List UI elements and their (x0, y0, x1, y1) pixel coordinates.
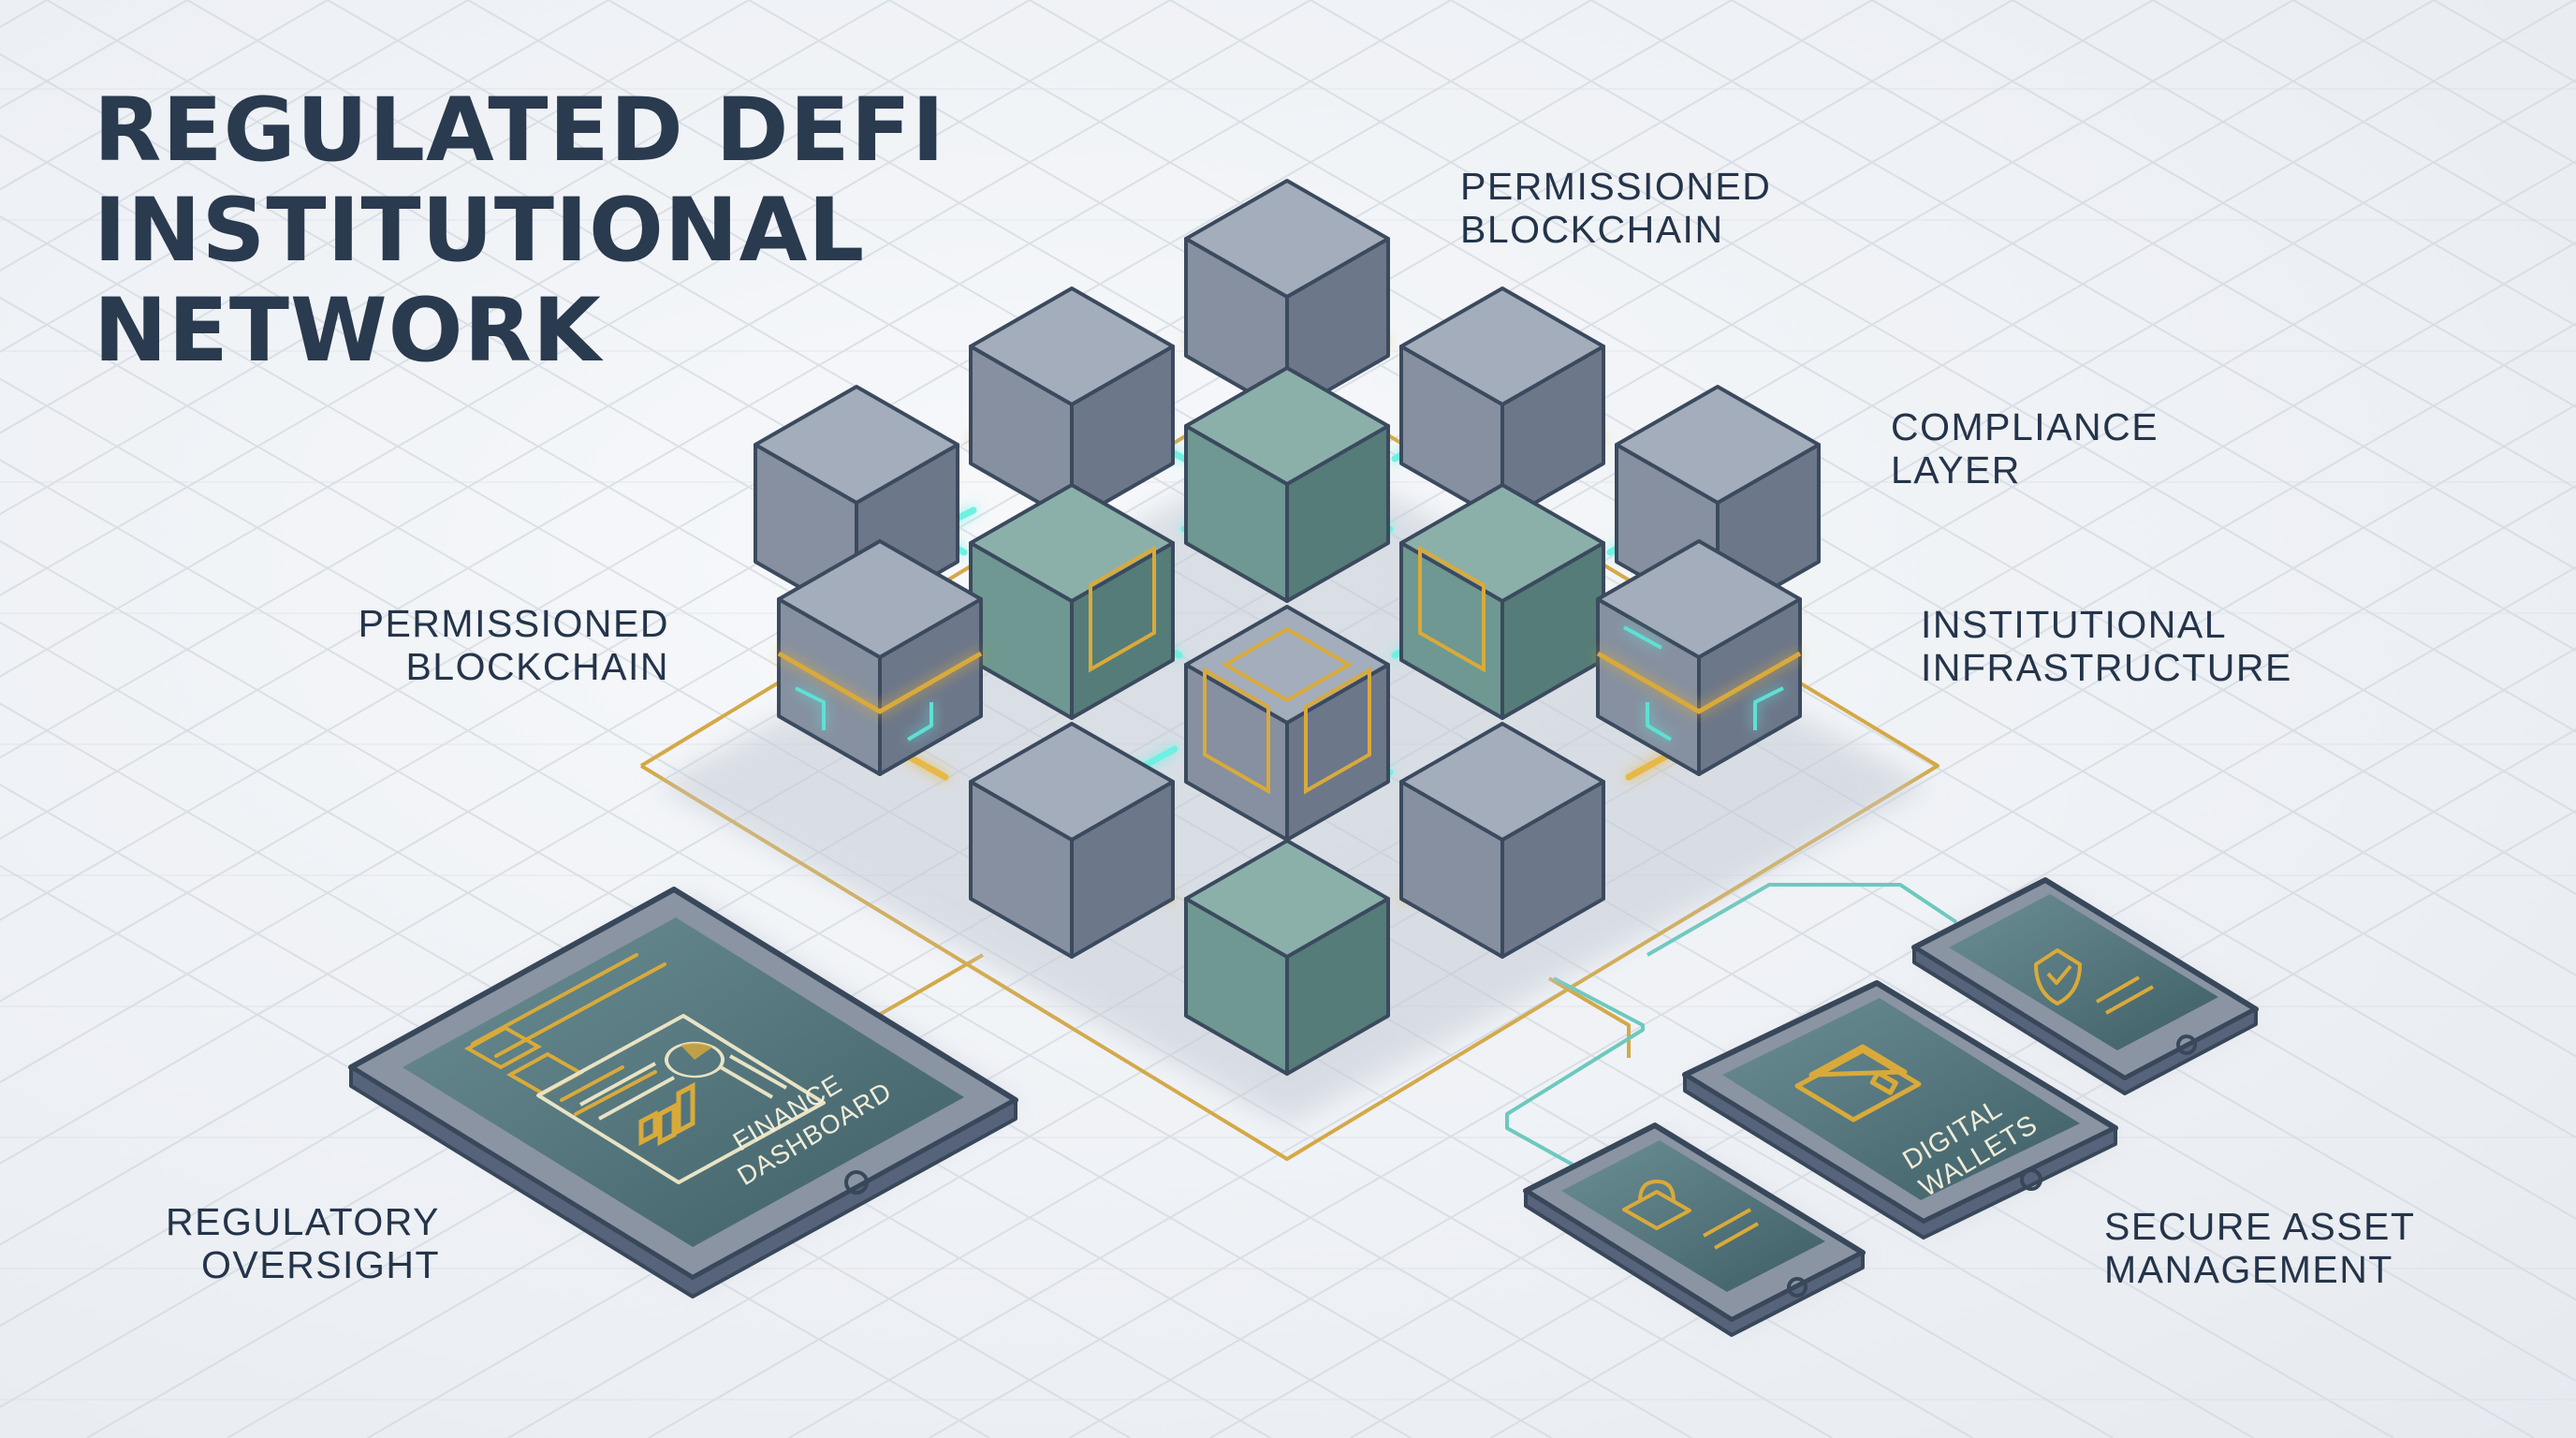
label-line: PERMISSIONED (358, 602, 669, 645)
lock-phone (1523, 1123, 1867, 1337)
label-line: PERMISSIONED (1460, 165, 1772, 208)
blockchain-cube (777, 539, 983, 776)
pie-chart-icon (665, 1041, 724, 1078)
label-secure-asset-management: SECURE ASSET MANAGEMENT (2104, 1205, 2415, 1291)
digital-wallets-tablet: DIGITAL WALLETS (1682, 980, 2120, 1240)
blockchain-cube (1399, 286, 1605, 523)
label-permissioned-blockchain-left: PERMISSIONED BLOCKCHAIN (356, 602, 669, 688)
blockchain-cube (1596, 539, 1802, 776)
finance-dashboard-tablet: FINANCE DASHBOARD (348, 887, 1020, 1299)
label-line: LAYER (1891, 448, 2021, 492)
blockchain-cube (1184, 605, 1390, 842)
label-line: MANAGEMENT (2104, 1248, 2393, 1291)
page-title: REGULATED DEFI INSTITUTIONAL NETWORK (94, 81, 945, 381)
gold-connection-lines (639, 373, 1939, 1161)
title-line-2: INSTITUTIONAL (94, 180, 866, 282)
blockchain-cube (969, 483, 1175, 720)
blockchain-cube (969, 722, 1175, 959)
label-regulatory-oversight: REGULATORY OVERSIGHT (140, 1200, 440, 1286)
wallet-icon (1794, 1044, 1922, 1123)
label-permissioned-blockchain-top: PERMISSIONED BLOCKCHAIN (1460, 165, 1771, 251)
label-line: COMPLIANCE (1891, 405, 2159, 448)
bar-chart-icon (638, 1081, 695, 1147)
blockchain-cube (754, 385, 959, 622)
label-line: BLOCKCHAIN (405, 645, 669, 688)
blockchain-cubes (754, 179, 1821, 1076)
lock-icon (1622, 1180, 1759, 1250)
label-line: INSTITUTIONAL (1921, 603, 2228, 646)
label-line: REGULATORY (166, 1200, 440, 1243)
blockchain-cube (1399, 483, 1605, 720)
blockchain-cube (1184, 839, 1390, 1076)
blockchain-cube (1399, 722, 1605, 959)
shield-phone (1911, 877, 2259, 1095)
title-line-1: REGULATED DEFI (94, 80, 945, 182)
shield-check-icon (2034, 948, 2154, 1015)
teal-connection-lines (1505, 883, 1958, 1177)
label-line: BLOCKCHAIN (1460, 208, 1724, 251)
label-line: SECURE ASSET (2104, 1205, 2416, 1248)
label-compliance-layer: COMPLIANCE LAYER (1891, 405, 2159, 492)
blockchain-cube (1184, 179, 1390, 416)
label-line: OVERSIGHT (201, 1243, 440, 1286)
title-line-3: NETWORK (94, 280, 602, 382)
label-line: INFRASTRUCTURE (1921, 646, 2292, 689)
blockchain-cube (1184, 366, 1390, 603)
label-institutional-infrastructure: INSTITUTIONAL INFRASTRUCTURE (1921, 603, 2292, 689)
